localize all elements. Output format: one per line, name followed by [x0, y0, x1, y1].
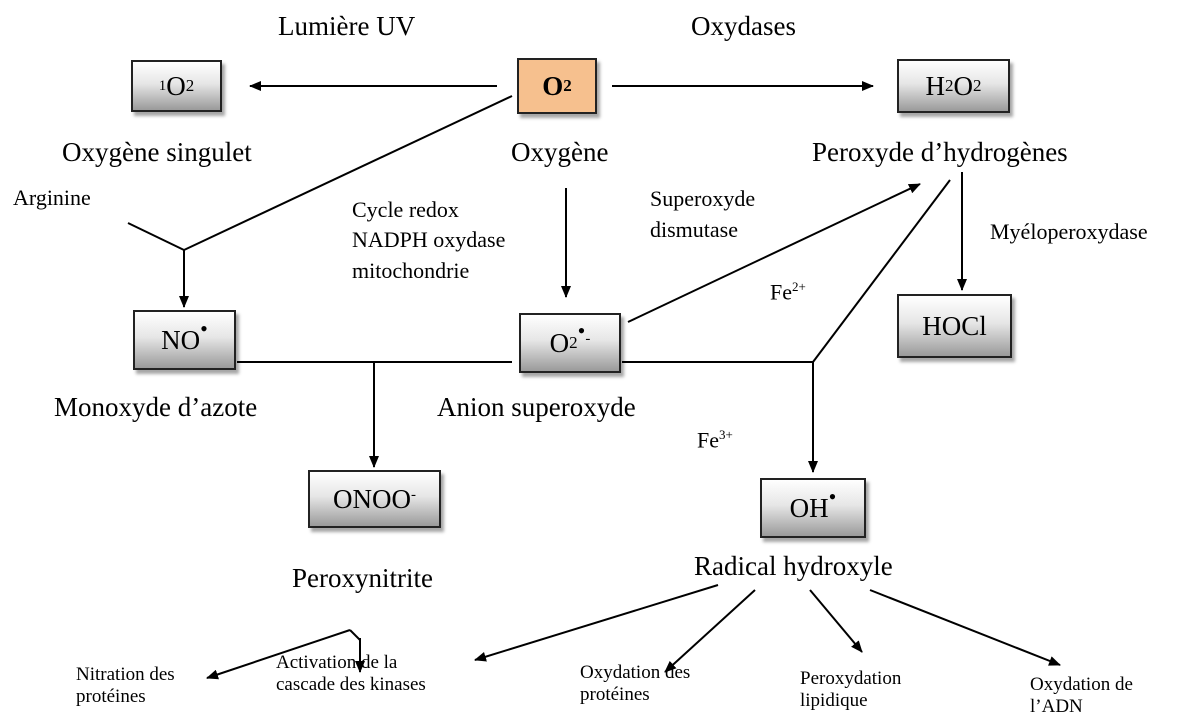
superoxide-base: O — [549, 327, 570, 358]
label-nadph-oxydase: NADPH oxydase — [352, 227, 506, 252]
label-oxydases: Oxydases — [691, 11, 796, 41]
line-arginine-to-junction — [127, 222, 185, 251]
perox-lip-line2: lipidique — [800, 690, 868, 712]
singlet-sup: 1 — [158, 77, 167, 94]
node-nitric-oxide: NO• — [133, 310, 236, 370]
h2o2-h: H — [925, 70, 946, 101]
label-myeloperoxydase: Myéloperoxydase — [990, 219, 1148, 244]
label-arginine: Arginine — [13, 185, 91, 210]
label-oxygene-singulet: Oxygène singulet — [62, 137, 252, 167]
label-peroxyde-hydrogene: Peroxyde d’hydrogènes — [812, 137, 1068, 167]
label-lumiere-uv: Lumière UV — [278, 11, 416, 41]
line-h2o2-to-fenton-junction — [812, 179, 951, 363]
line-o2-to-arginine-junction — [183, 95, 513, 251]
label-activation-kinases: Activation de la cascade des kinases — [276, 652, 426, 697]
fe2-sup: 2+ — [792, 279, 806, 294]
label-peroxynitrite: Peroxynitrite — [292, 563, 433, 593]
arrow-peroxynitrite-to-nitration — [206, 629, 351, 680]
no-radical-dot: • — [200, 316, 208, 341]
superoxide-sub: 2 — [569, 333, 578, 352]
h2o2-sub2: 2 — [973, 76, 982, 95]
label-fe3: Fe3+ — [697, 427, 733, 453]
oh-base: OH — [789, 492, 829, 523]
label-oxydation-proteines: Oxydation des protéines — [580, 662, 690, 707]
hocl-base: HOCl — [922, 310, 987, 341]
node-peroxynitrite: ONOO- — [308, 470, 441, 528]
line-peroxynitrite-stem — [349, 629, 361, 641]
onoo-charge: - — [411, 486, 416, 503]
label-mitochondrie: mitochondrie — [352, 258, 470, 283]
node-hydroxyl-radical: OH• — [760, 478, 866, 538]
arrow-hydroxyl-to-lipid-perox — [809, 589, 863, 653]
nitration-line1: Nitration des — [76, 664, 175, 685]
activation-line1: Activation de la — [276, 652, 398, 673]
singlet-base: O — [166, 70, 186, 101]
nitration-line2: protéines — [76, 686, 146, 708]
label-fe2: Fe2+ — [770, 279, 806, 305]
arrow-hydroxyl-to-oxy-dna — [869, 589, 1061, 666]
no-base: NO — [161, 324, 201, 355]
oxy-adn-line2: l’ADN — [1030, 696, 1083, 718]
fe2-base: Fe — [770, 279, 792, 305]
oxy-prot-line1: Oxydation des — [580, 662, 691, 683]
label-oxygene: Oxygène — [511, 137, 609, 167]
node-hypochlorous-acid: HOCl — [897, 294, 1012, 358]
arrow-superoxide-to-h2o2 — [627, 183, 921, 323]
label-monoxyde-azote: Monoxyde d’azote — [54, 392, 258, 422]
oxy-adn-line1: Oxydation de — [1030, 674, 1133, 695]
o2-sub: 2 — [563, 76, 572, 95]
label-anion-superoxyde: Anion superoxyde — [437, 392, 636, 422]
arrow-hydroxyl-to-activation — [474, 584, 719, 662]
label-cycle-redox: Cycle redox — [352, 197, 459, 222]
label-oxydation-adn: Oxydation de l’ADN — [1030, 674, 1133, 719]
perox-lip-line1: Peroxydation — [800, 668, 902, 689]
superoxide-charge: - — [585, 330, 591, 347]
label-radical-hydroxyle: Radical hydroxyle — [694, 551, 893, 581]
h2o2-sub1: 2 — [945, 76, 954, 95]
fe3-sup: 3+ — [719, 427, 733, 442]
oh-radical-dot: • — [828, 484, 837, 509]
label-nitration: Nitration des protéines — [76, 664, 175, 709]
oxy-prot-line2: protéines — [580, 684, 650, 706]
onoo-base: ONOO — [333, 483, 411, 514]
o2-base: O — [542, 70, 564, 101]
h2o2-o: O — [953, 70, 974, 101]
singlet-sub: 2 — [185, 76, 195, 95]
fe3-base: Fe — [697, 427, 719, 453]
label-peroxydation-lipidique: Peroxydation lipidique — [800, 668, 901, 713]
label-dismutase: dismutase — [650, 217, 738, 242]
arrow-hydroxyl-to-oxy-proteins — [664, 589, 756, 673]
activation-line2: cascade des kinases — [276, 674, 426, 696]
superoxide-radical-dot: • — [577, 318, 586, 343]
label-superoxyde: Superoxyde — [650, 186, 756, 211]
